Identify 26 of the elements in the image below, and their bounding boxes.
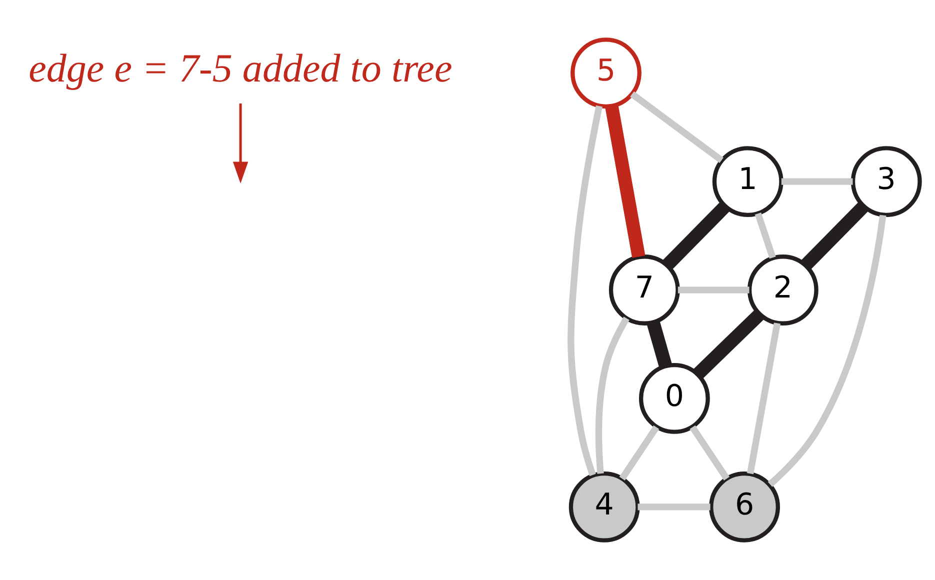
node-circle: 1 xyxy=(712,146,784,217)
connector xyxy=(605,105,646,258)
node-circle: 7 xyxy=(608,254,680,326)
connector xyxy=(693,310,764,379)
connector xyxy=(678,286,750,294)
connector xyxy=(638,504,710,510)
node-circle: 6 xyxy=(709,471,780,542)
connector xyxy=(646,320,672,368)
connector xyxy=(781,178,853,185)
connector xyxy=(768,214,886,487)
connector xyxy=(746,322,781,474)
connector xyxy=(568,105,603,476)
connector xyxy=(801,202,868,270)
connector xyxy=(662,202,730,270)
node-circle: 3 xyxy=(850,146,922,217)
arrow xyxy=(232,103,248,184)
node-circle: 2 xyxy=(747,254,818,326)
node-circle: 4 xyxy=(568,471,640,542)
connector xyxy=(619,425,660,480)
node-text: edge e = 7-5 added to tree xyxy=(28,46,452,91)
connector xyxy=(690,425,730,480)
node-circle: 5 xyxy=(570,38,642,109)
connector xyxy=(754,212,776,259)
connector xyxy=(630,91,724,164)
node-circle: 0 xyxy=(638,363,710,434)
connector xyxy=(595,316,630,474)
